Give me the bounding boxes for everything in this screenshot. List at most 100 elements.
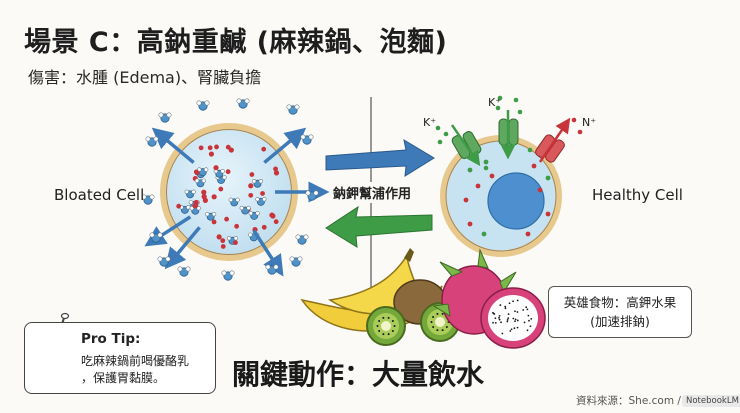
membrane-ion [513,97,519,103]
water-molecule [305,190,319,201]
water-molecule [239,205,251,215]
dragonfruit-seed [504,307,507,310]
outward-arrow [252,229,284,277]
sodium-ion [216,234,222,240]
dragonfruit-seed [492,321,494,324]
dragonfruit-seed [499,304,502,306]
kiwi-seed [393,325,396,327]
water-molecule [251,179,264,188]
dragonfruit-seed [514,318,517,321]
kiwi-seed [382,333,385,336]
ion-label-sodium: N⁺ [582,116,597,129]
hero-food-note: (加速排鈉) [590,314,650,329]
dragonfruit-seed [526,308,529,311]
sodium-ion [224,216,229,222]
bloated-cell-molecules [176,144,280,249]
membrane-ion [435,125,441,131]
outward-arrow [263,127,307,164]
sodium-ion [208,151,215,157]
water-molecule [228,197,240,207]
water-molecule [177,266,191,277]
dragonfruit-seed [525,306,528,309]
dragonfruit-seed [501,332,504,335]
cell-ion [545,175,551,181]
membrane-ion [443,131,449,137]
water-molecule [149,232,163,243]
dragonfruit-seed [514,320,516,323]
kiwi-seed [436,329,439,332]
dragonfruit-seed [512,317,515,320]
dragonfruit-seed [528,319,530,322]
sodium-ion [225,169,231,175]
sodium-ion [220,244,226,249]
cell-ion [537,187,543,193]
kiwi-seed [378,329,381,332]
page-subtitle: 傷害：水腫 (Edema)、腎臟負擔 [28,68,262,87]
sodium-ion [270,213,276,219]
outer-water-molecules [141,98,319,281]
sodium-ion [233,240,238,246]
water-molecule [189,206,201,215]
cell-ion [463,197,469,203]
pro-tip-line-1: 吃麻辣鍋前喝優酪乳 [81,354,190,368]
water-molecule [157,256,171,267]
water-molecule [205,211,217,221]
water-molecule [255,197,267,206]
sodium-ion [176,203,182,209]
kiwi-seed [436,312,439,315]
kiwi-seed [430,321,433,323]
sodium-ion [207,145,213,151]
kiwi-seed [391,320,394,323]
cell-ion [481,231,487,237]
dragonfruit-seed [500,321,502,324]
water-molecule [236,98,250,109]
dragonfruit-seed [498,314,501,317]
dragonfruit-seed [529,325,532,328]
bloated-cell [160,123,298,261]
sodium-ion [260,191,265,196]
dragonfruit-seed [494,317,497,320]
dragonfruit-seed [507,317,510,320]
water-molecule [196,100,210,111]
ion-channel-middle [498,110,519,160]
kiwi-seed [432,316,435,319]
water-molecule [221,270,235,281]
kiwi-seed [441,312,444,315]
water-molecule [300,134,314,145]
kiwi-seed [387,316,390,319]
membrane-ion [495,105,501,111]
sodium-ion [201,189,207,195]
sodium-ion [220,238,226,244]
page-title: 場景 C：高鈉重鹹 (麻辣鍋、泡麵) [24,27,448,58]
membrane-ion [571,117,577,123]
sodium-ion [198,145,204,151]
membrane-ion [497,95,503,101]
cell-ion [483,159,489,165]
sodium-ion [218,186,224,192]
dragonfruit-seed [513,327,516,330]
pro-tip-box: Pro Tip: 吃麻辣鍋前喝優酪乳 ，保護胃黏膜。 [24,322,216,394]
membrane-ion [563,127,569,133]
hero-food-title: 英雄食物：高鉀水果 [563,295,677,310]
dragonfruit-seed [498,316,500,319]
ion-label-potassium-left: K⁺ [423,116,437,129]
dragonfruit-seed [506,319,509,321]
kiwi-seed [387,333,390,336]
sodium-ion [225,144,231,150]
pump-label: 鈉鉀幫浦作用 [331,182,414,203]
healthy-cell-label: Healthy Cell [592,186,683,204]
water-molecule [213,169,225,178]
sodium-ion [211,194,217,200]
dragonfruit-seed [527,314,530,317]
sodium-ion [213,165,219,171]
dragonfruit-seed [526,329,529,332]
sodium-ion [234,223,240,229]
extracellular-ions [435,95,583,171]
dragonfruit-seed [523,321,526,324]
cell-ion [467,167,473,173]
sodium-ion [261,224,267,230]
water-molecule [145,136,159,147]
dragonfruit-seed [516,319,519,322]
dragonfruit-seed [516,299,519,302]
